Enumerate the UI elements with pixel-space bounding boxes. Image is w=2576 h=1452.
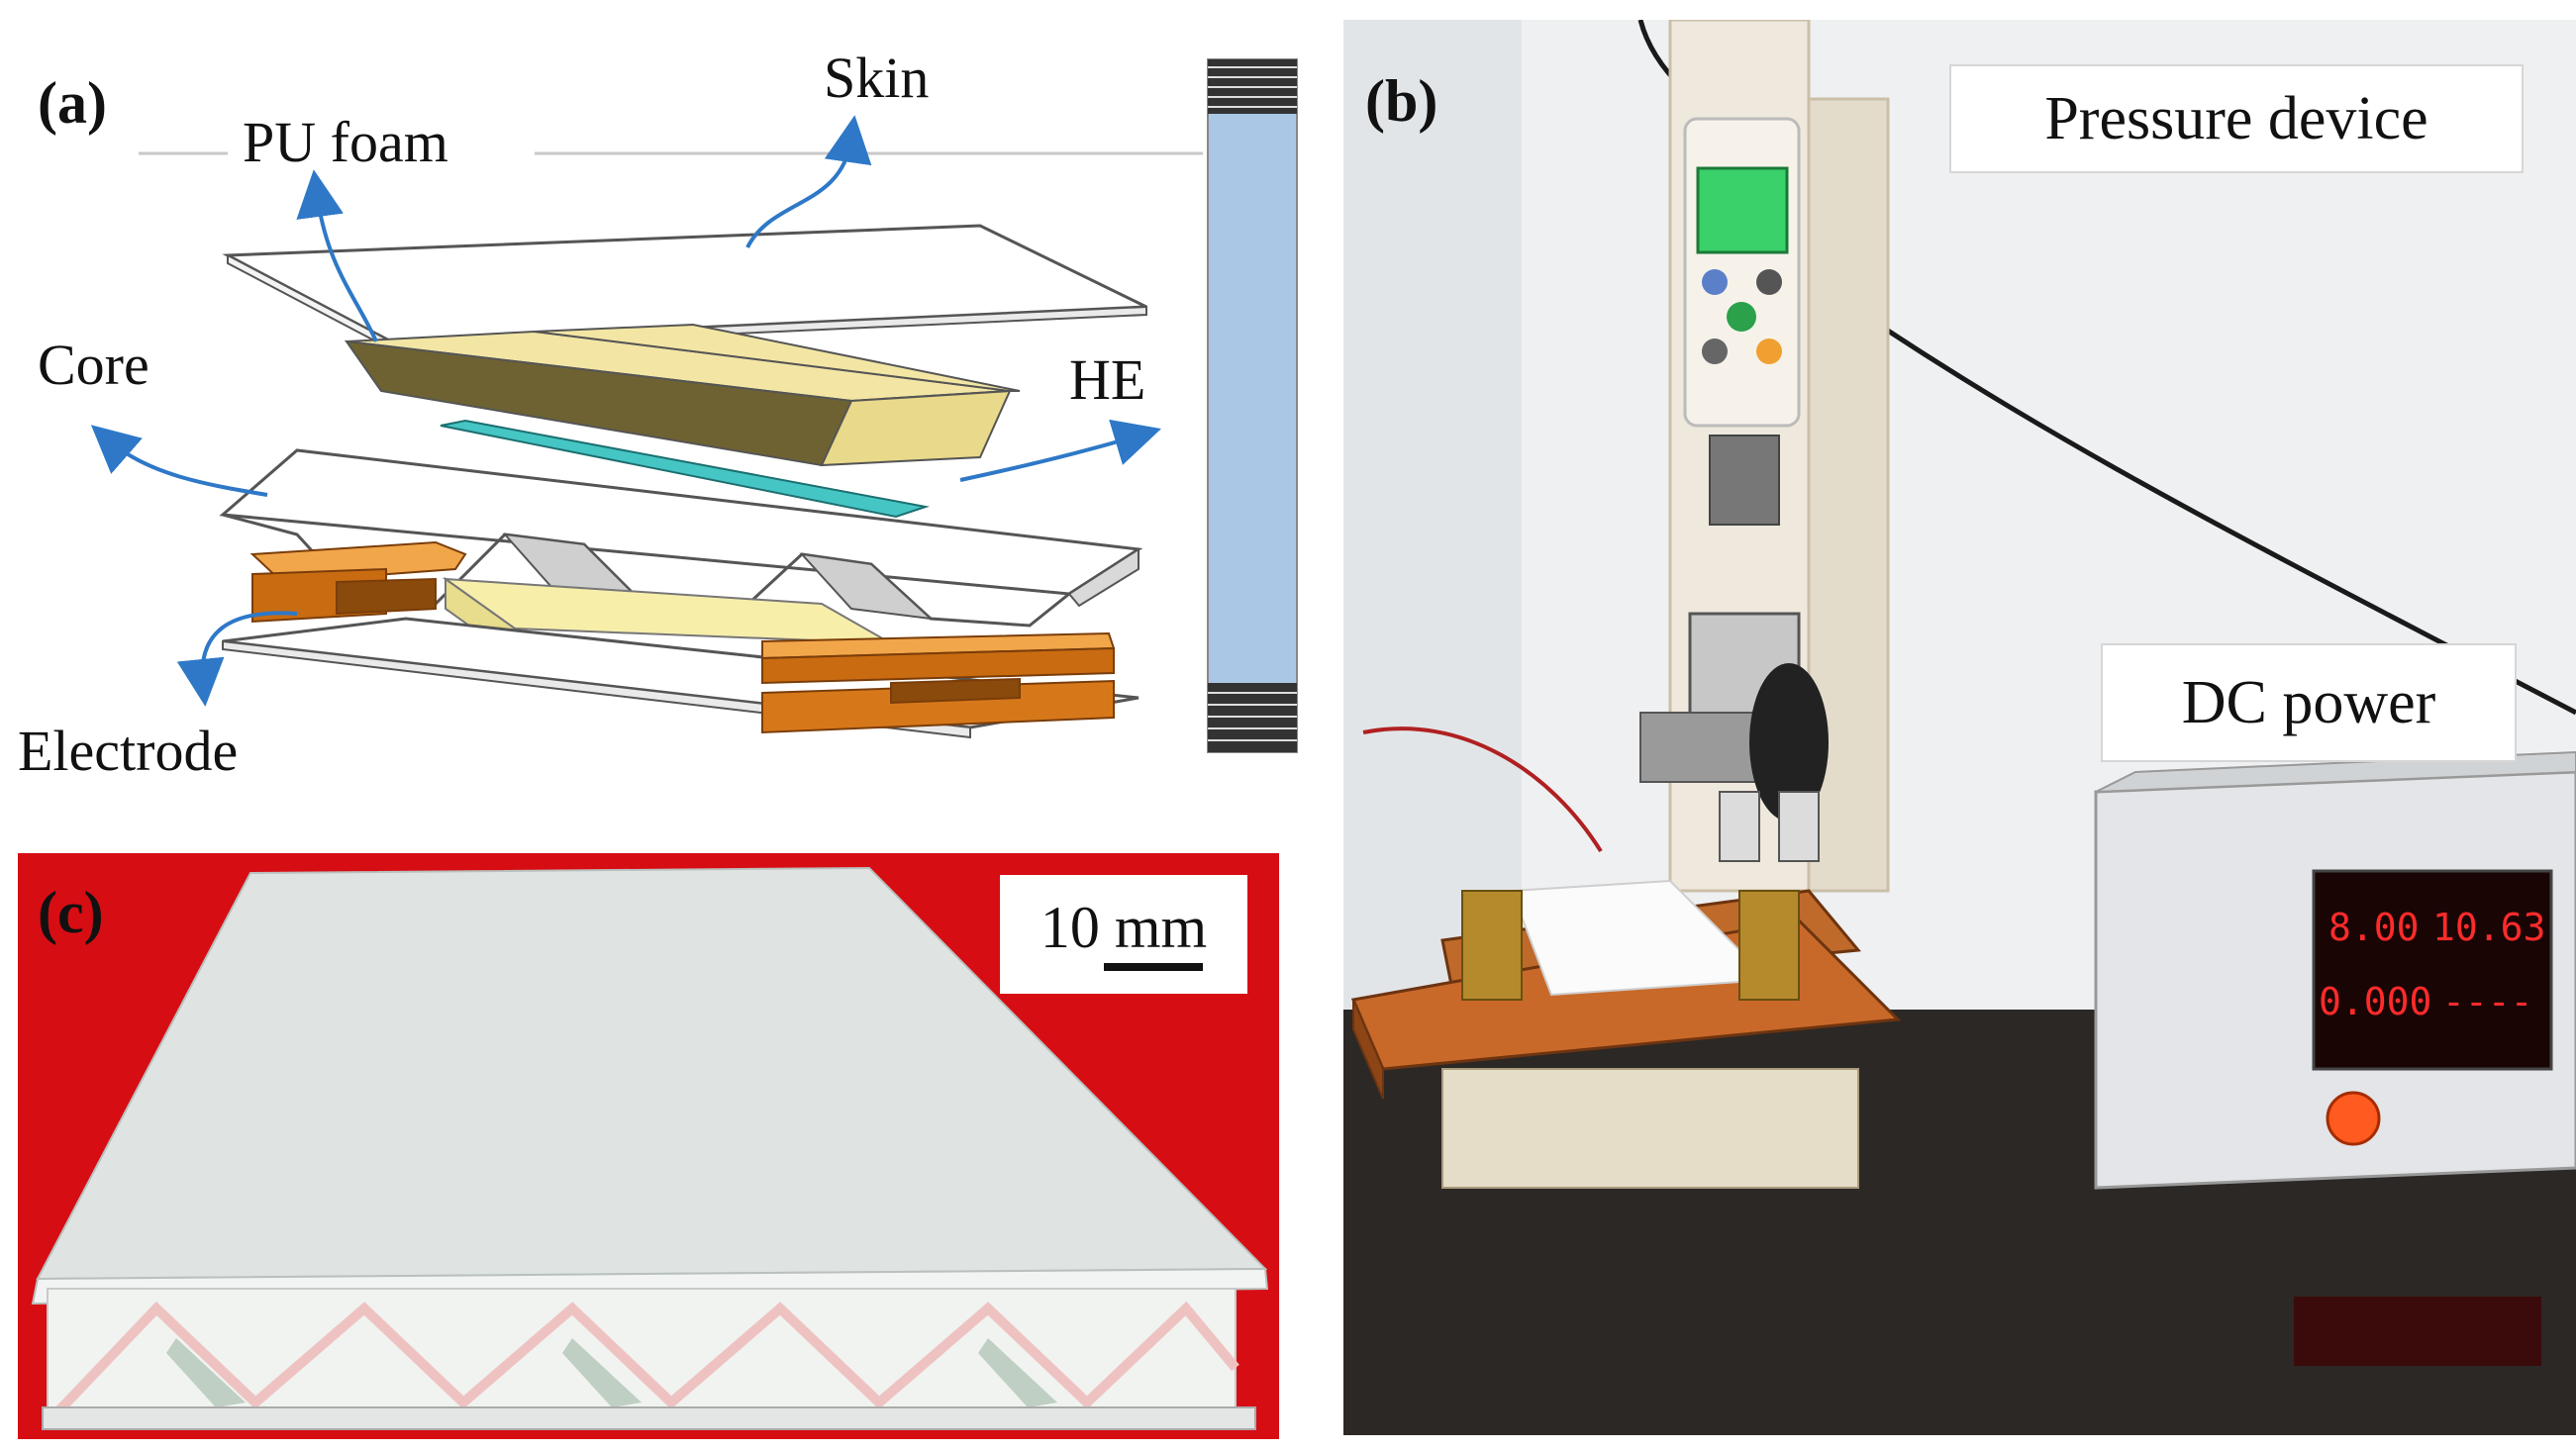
readout-bottom-right: ---- [2442, 980, 2533, 1023]
panel-c-sample-photo: (c) 10 mm [18, 853, 1279, 1439]
top-skin-plate [222, 224, 1147, 351]
scale-bar-line [1104, 963, 1203, 971]
pu-foam-bar-right [534, 323, 1021, 392]
power-button [2326, 1091, 2381, 1146]
scale-bar-box: 10 mm [1000, 875, 1247, 994]
clamp-left [1461, 890, 1523, 1001]
he-strip [440, 419, 930, 519]
pu-foam-leader-arrow [296, 169, 378, 342]
label-pu-foam: PU foam [243, 110, 448, 174]
electrode-leader-arrow [176, 611, 298, 707]
electrode-left [249, 540, 467, 624]
cross-section-hatch [1208, 66, 1297, 741]
clamp-right [1738, 890, 1800, 1001]
red-wire [1362, 726, 1603, 853]
force-gauge [1683, 117, 1801, 428]
readout-top-right: 10.63 [2432, 906, 2546, 949]
sandwich-sample-illustration [31, 866, 1269, 1430]
panel-b-letter: (b) [1365, 68, 1438, 134]
dc-power-display [2312, 869, 2553, 1071]
label-skin: Skin [824, 46, 930, 110]
cable-right [1807, 274, 2576, 716]
readout-top-left: 8.00 [2328, 906, 2420, 949]
panel-c-letter: (c) [38, 880, 104, 945]
panel-a-letter: (a) [38, 70, 107, 136]
label-he: HE [1069, 347, 1146, 412]
cross-section-strip [1207, 58, 1298, 753]
sample-bottom-skin [42, 1406, 1256, 1430]
skin-leader-arrow [745, 115, 872, 248]
exploded-structure-illustration [90, 58, 1298, 753]
pu-foam-bar-left [344, 330, 1012, 467]
electrode-right [761, 631, 1116, 734]
panel-a-exploded-diagram: (a) PU foam Skin Core HE Electrode [0, 0, 1317, 812]
core-leader-arrow [90, 425, 268, 497]
label-pressure-device: Pressure device [1949, 64, 2524, 173]
label-core: Core [38, 333, 149, 397]
hand-wheel [1749, 663, 1829, 822]
panel-b-test-setup-photo: (b) Pressure device DC power 8.00 10.63 … [1343, 20, 2576, 1435]
label-dc-power: DC power [2101, 643, 2517, 762]
sample-corrugation [53, 1301, 1239, 1416]
readout-bottom-left: 0.000 [2319, 980, 2432, 1023]
he-leader-arrow [959, 419, 1161, 482]
force-gauge-screen [1696, 166, 1789, 254]
test-setup-illustration [1343, 20, 2576, 1435]
label-electrode: Electrode [18, 719, 239, 783]
scale-bar-label: 10 mm [1040, 895, 1208, 960]
